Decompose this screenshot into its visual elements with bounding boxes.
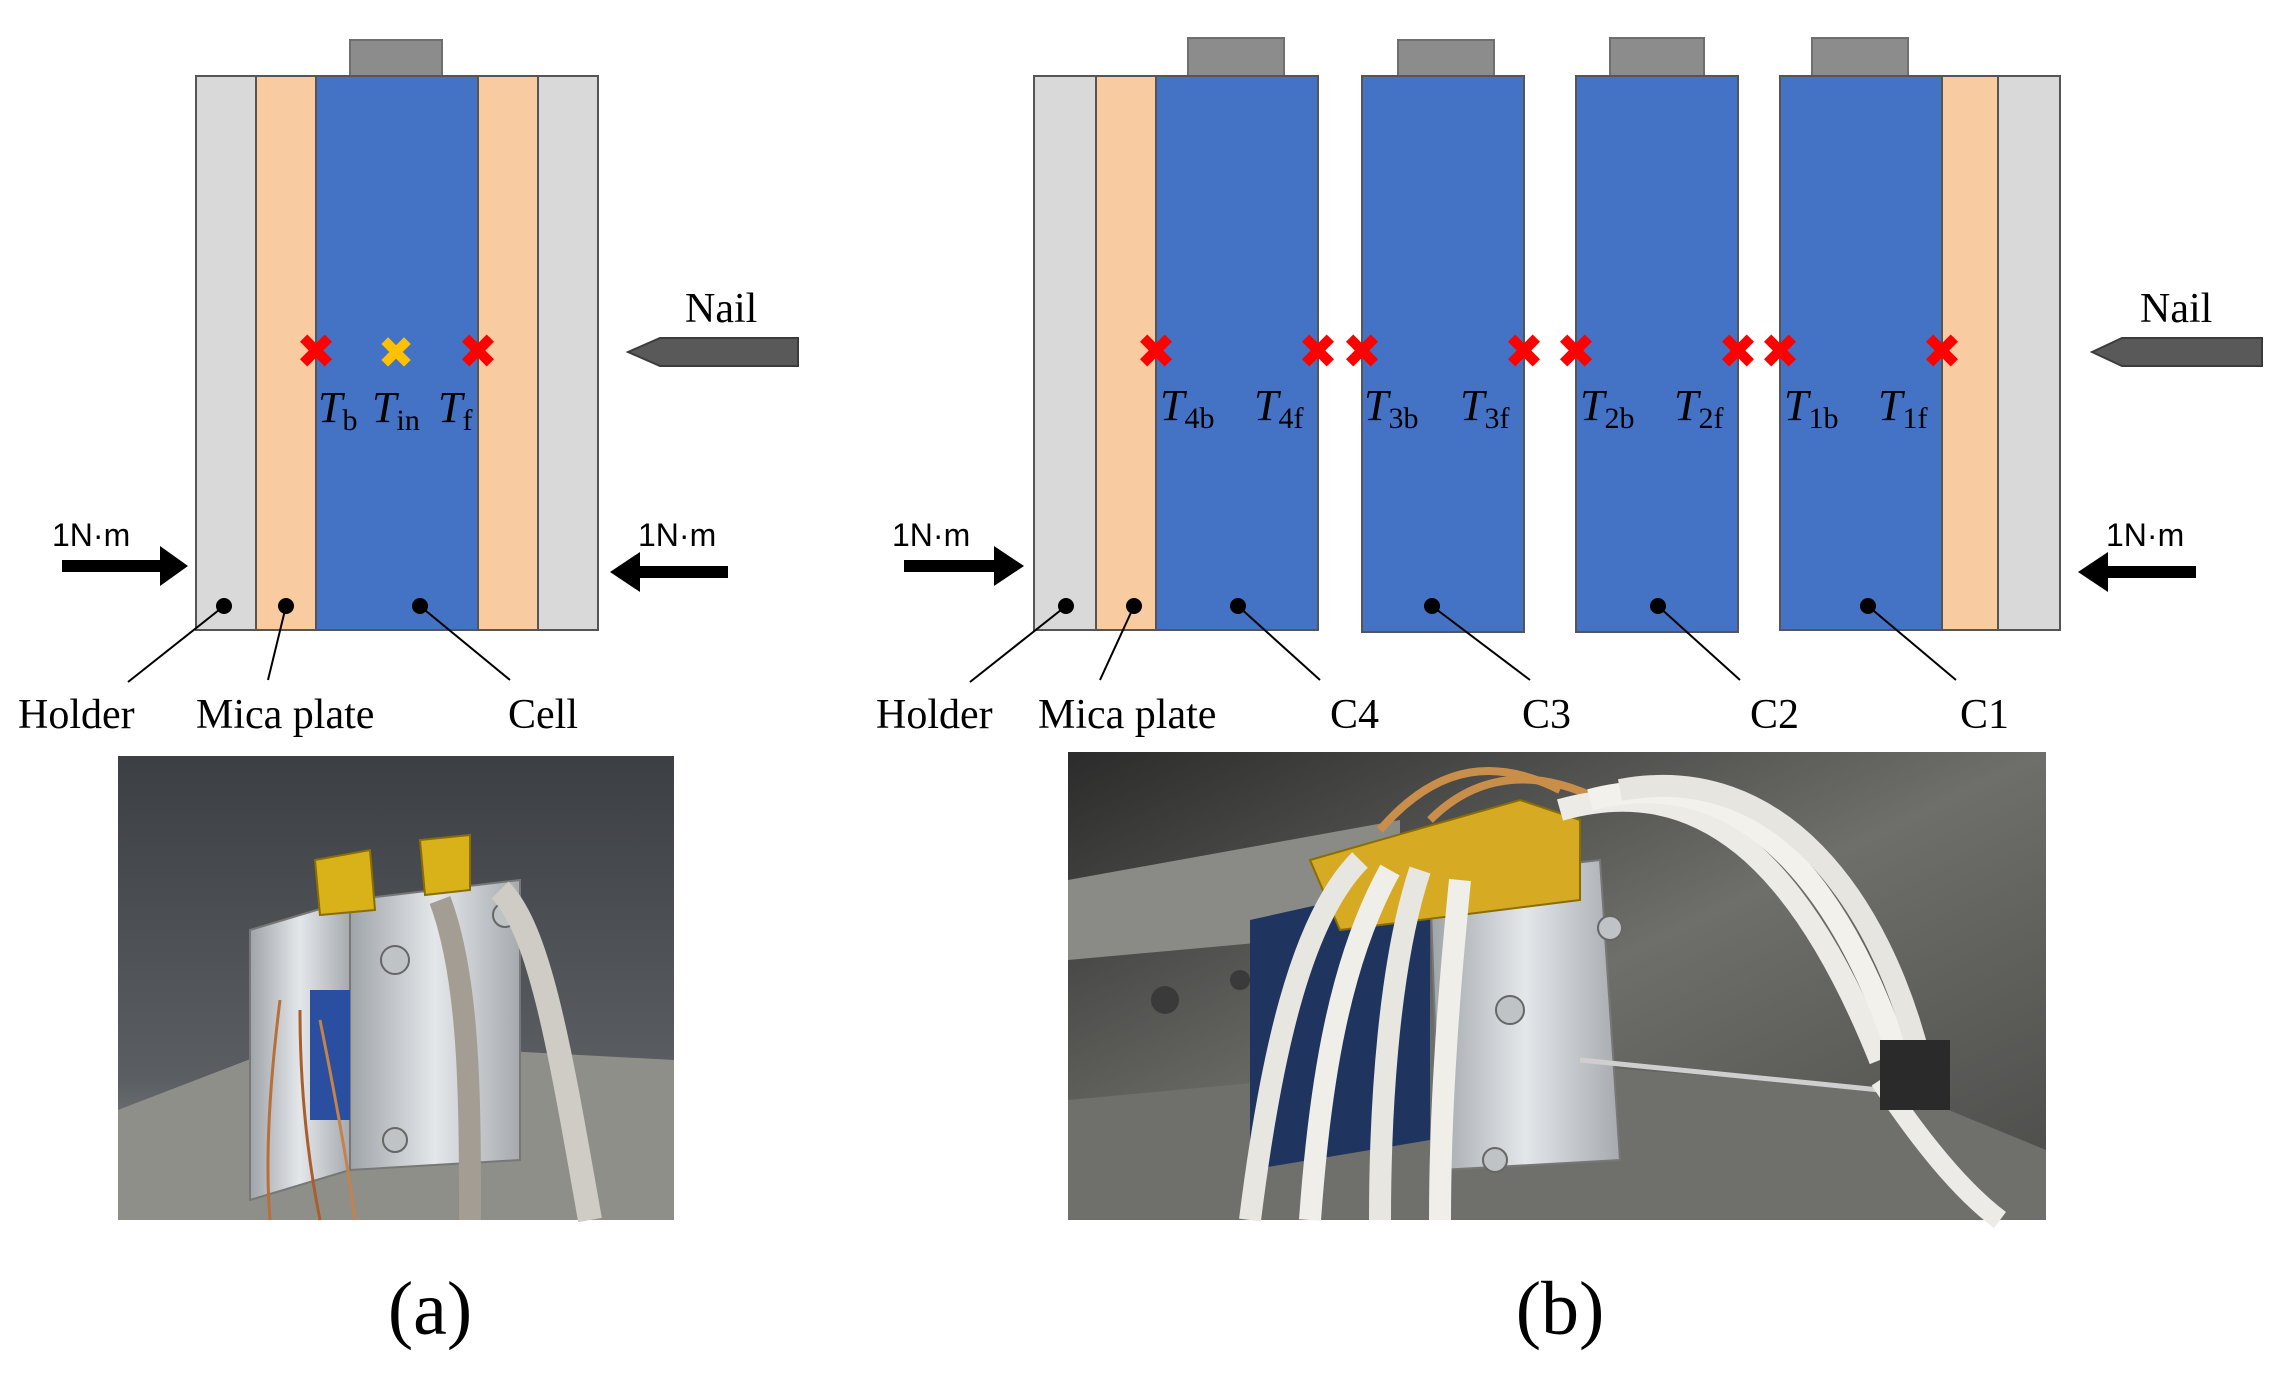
mica-plate-right xyxy=(1941,75,1999,631)
c3-leader xyxy=(1431,605,1531,681)
holder-leader xyxy=(969,605,1067,683)
cell-label-c1: C1 xyxy=(1960,692,2009,738)
caption-a: (a) xyxy=(388,1267,472,1351)
nail-icon xyxy=(2089,337,2263,367)
cell-label-c4: C4 xyxy=(1330,692,1379,738)
nail-icon xyxy=(625,337,799,367)
holder-right xyxy=(1997,75,2061,631)
marker-t2b: ✖ xyxy=(1556,324,1596,380)
marker-t1f: ✖ xyxy=(1922,324,1962,380)
mica-plate-left xyxy=(1095,75,1157,631)
torque-right-label: 1N·m xyxy=(638,517,716,553)
sensor-label-t4b: T4b xyxy=(1160,381,1214,435)
sensor-label-tin: Tin xyxy=(372,383,420,437)
cell-label: Cell xyxy=(508,692,578,738)
nail-label: Nail xyxy=(685,286,757,332)
sensor-label-t4f: T4f xyxy=(1254,381,1303,435)
mica-plate-label: Mica plate xyxy=(1038,692,1216,738)
mica-leader xyxy=(1099,605,1135,681)
sensor-label-t2b: T2b xyxy=(1580,381,1634,435)
torque-left-arrowhead xyxy=(160,546,188,586)
holder-leader xyxy=(127,605,225,683)
torque-left-label: 1N·m xyxy=(52,517,130,553)
mica-leader xyxy=(267,605,287,681)
torque-right-arrowhead xyxy=(2078,552,2108,592)
caption-b: (b) xyxy=(1516,1267,1605,1351)
cell-tab-c3 xyxy=(1397,39,1495,77)
cell-tab-c4 xyxy=(1187,37,1285,77)
marker-t3b: ✖ xyxy=(1342,324,1382,380)
c2-leader xyxy=(1657,605,1741,681)
holder-left xyxy=(1033,75,1097,631)
cell-body xyxy=(315,75,479,631)
holder-left xyxy=(195,75,257,631)
cell-label-c3: C3 xyxy=(1522,692,1571,738)
marker-tin: ✖ xyxy=(378,328,415,379)
holder-right xyxy=(537,75,599,631)
marker-t4f: ✖ xyxy=(1298,324,1338,380)
cell-tab xyxy=(349,39,443,77)
photo-b xyxy=(1068,752,2046,1228)
torque-right-label: 1N·m xyxy=(2106,517,2184,553)
cell-c3 xyxy=(1361,75,1525,633)
torque-right-arrowhead xyxy=(610,552,640,592)
mica-plate-right xyxy=(477,75,539,631)
holder-label: Holder xyxy=(18,692,135,738)
cell-leader xyxy=(419,605,511,681)
sensor-label-t1f: T1f xyxy=(1878,381,1927,435)
marker-tb: ✖ xyxy=(296,324,336,380)
c1-leader xyxy=(1867,605,1957,681)
sensor-label-t2f: T2f xyxy=(1674,381,1723,435)
torque-left-arrowhead xyxy=(994,546,1024,586)
cell-c4 xyxy=(1155,75,1319,631)
cell-c1 xyxy=(1779,75,1943,631)
marker-t2f: ✖ xyxy=(1718,324,1758,380)
panel-a: ✖ ✖ ✖ Tb Tin Tf Nail 1N·m 1N·m Holder Mi… xyxy=(18,39,799,1351)
sensor-label-t1b: T1b xyxy=(1784,381,1838,435)
sensor-label-t3f: T3f xyxy=(1460,381,1509,435)
marker-t3f: ✖ xyxy=(1504,324,1544,380)
torque-left-label: 1N·m xyxy=(892,517,970,553)
cell-label-c2: C2 xyxy=(1750,692,1799,738)
photo-a xyxy=(118,756,674,1223)
marker-t1b: ✖ xyxy=(1760,324,1800,380)
sensor-label-t3b: T3b xyxy=(1364,381,1418,435)
panel-b: ✖ ✖ ✖ ✖ ✖ ✖ ✖ ✖ T4b T4f T3b T3f T2b T2f … xyxy=(876,37,2263,1351)
mica-plate-left xyxy=(255,75,317,631)
sensor-label-tf: Tf xyxy=(438,383,472,437)
marker-t4b: ✖ xyxy=(1136,324,1176,380)
cell-tab-c2 xyxy=(1609,37,1705,77)
sensor-label-tb: Tb xyxy=(318,383,357,437)
marker-tf: ✖ xyxy=(458,324,498,380)
holder-label: Holder xyxy=(876,692,993,738)
mica-plate-label: Mica plate xyxy=(196,692,374,738)
cell-c2 xyxy=(1575,75,1739,633)
cell-tab-c1 xyxy=(1811,37,1909,77)
c4-leader xyxy=(1237,605,1321,681)
nail-label: Nail xyxy=(2140,286,2212,332)
